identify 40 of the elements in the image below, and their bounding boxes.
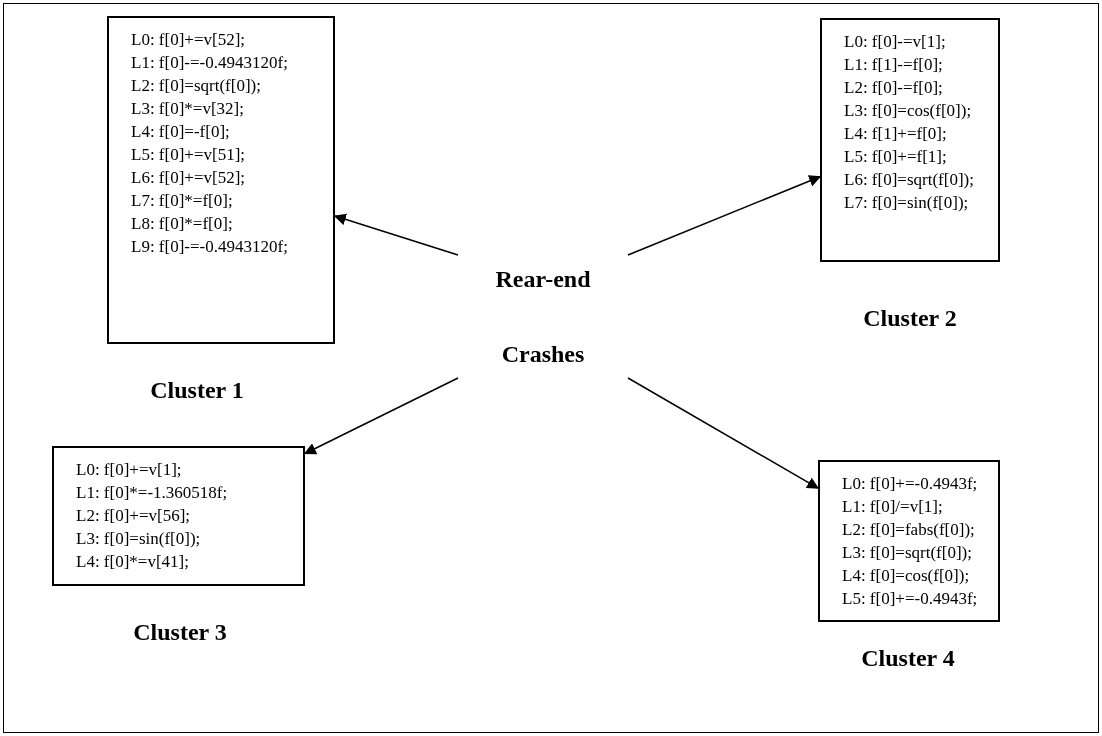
- cluster-caption: Cluster 1: [150, 376, 244, 405]
- code-line: L4: f[0]=cos(f[0]);: [842, 565, 970, 587]
- cluster-caption: Cluster 3: [133, 618, 227, 647]
- code-box: [818, 460, 1000, 622]
- cluster-caption: Cluster 2: [863, 304, 957, 333]
- code-line: L4: f[0]=-f[0];: [131, 121, 230, 143]
- arrow: [627, 175, 822, 256]
- code-line: L6: f[0]+=v[52];: [131, 167, 246, 189]
- code-box: [820, 18, 1000, 262]
- code-line: L7: f[0]*=f[0];: [131, 190, 233, 212]
- cluster-caption: Cluster 4: [861, 644, 955, 673]
- center-title: Rear-end Crashes: [494, 264, 592, 369]
- code-line: L1: f[0]/=v[1];: [842, 496, 943, 518]
- code-line: L0: f[0]-=v[1];: [844, 31, 946, 53]
- code-line: L9: f[0]-=-0.4943120f;: [131, 236, 288, 258]
- code-line: L4: f[0]*=v[41];: [76, 551, 189, 573]
- code-line: L5: f[0]+=f[1];: [844, 146, 947, 168]
- code-line: L2: f[0]=fabs(f[0]);: [842, 519, 975, 541]
- code-line: L5: f[0]+=-0.4943f;: [842, 588, 978, 610]
- arrow: [627, 377, 820, 489]
- code-line: L0: f[0]+=-0.4943f;: [842, 473, 978, 495]
- code-line: L1: f[0]*=-1.360518f;: [76, 482, 228, 504]
- code-line: L0: f[0]+=v[1];: [76, 459, 182, 481]
- code-line: L0: f[0]+=v[52];: [131, 29, 246, 51]
- code-line: L2: f[0]+=v[56];: [76, 505, 191, 527]
- code-line: L1: f[0]-=-0.4943120f;: [131, 52, 288, 74]
- code-line: L3: f[0]=sqrt(f[0]);: [842, 542, 972, 564]
- code-line: L2: f[0]-=f[0];: [844, 77, 943, 99]
- code-line: L3: f[0]=sin(f[0]);: [76, 528, 201, 550]
- code-line: L4: f[1]+=f[0];: [844, 123, 947, 145]
- code-line: L7: f[0]=sin(f[0]);: [844, 192, 969, 214]
- code-line: L6: f[0]=sqrt(f[0]);: [844, 169, 974, 191]
- code-line: L2: f[0]=sqrt(f[0]);: [131, 75, 261, 97]
- code-box: [107, 16, 335, 344]
- code-line: L5: f[0]+=v[51];: [131, 144, 246, 166]
- code-line: L1: f[1]-=f[0];: [844, 54, 943, 76]
- code-line: L3: f[0]*=v[32];: [131, 98, 244, 120]
- code-line: L3: f[0]=cos(f[0]);: [844, 100, 972, 122]
- code-line: L8: f[0]*=f[0];: [131, 213, 233, 235]
- code-box: [52, 446, 305, 586]
